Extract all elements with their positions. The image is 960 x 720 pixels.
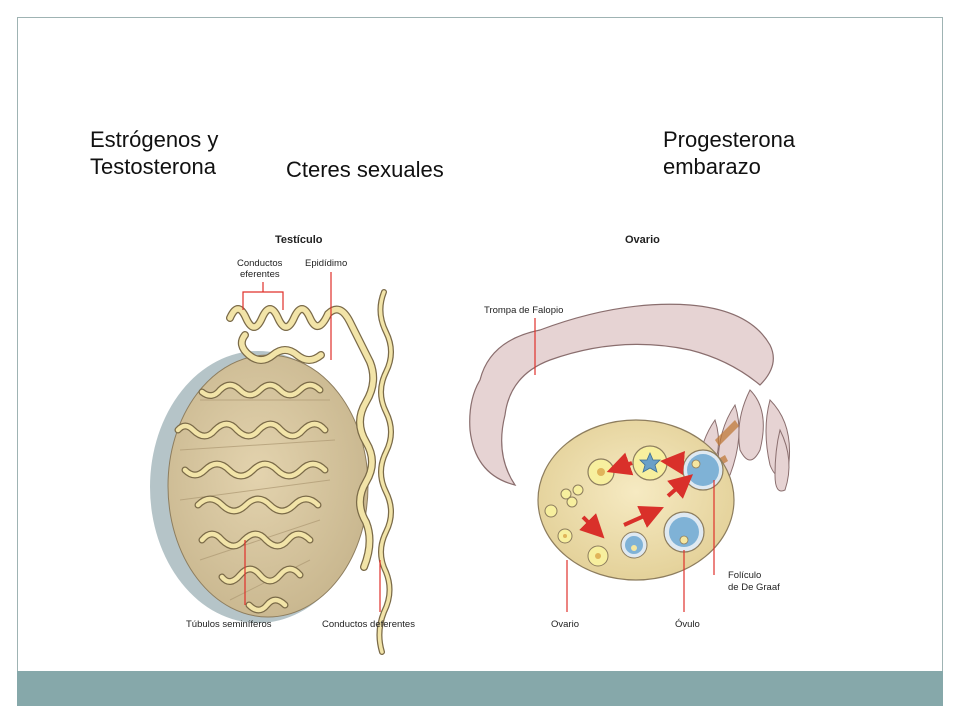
label-fallopian-tube: Trompa de Falopio (484, 305, 563, 316)
footer-bar (17, 671, 943, 706)
text-sexual-characteristics: Cteres sexuales (286, 157, 444, 182)
fallopian-tube (469, 303, 774, 486)
ovary-leader-lines (534, 318, 715, 612)
label-graafian-follicle-line2: de De Graaf (728, 582, 780, 593)
text-progesterone-pregnancy: Progesterona embarazo (663, 127, 796, 179)
follicle-cycle-arrows (579, 451, 694, 539)
label-ovary: Ovario (551, 619, 579, 630)
ovary-illustration: Ovario Trompa de Falopio Ovario Óvulo Fo… (469, 234, 791, 630)
label-vas-deferens: Conductos deferentes (322, 619, 415, 630)
ovary-title: Ovario (625, 234, 660, 246)
testicle-leader-lines (242, 272, 381, 612)
label-graafian-follicle-line1: Folículo (728, 570, 761, 581)
text-estrogens-testosterone: Estrógenos y Testosterona (90, 127, 219, 179)
testicle-title: Testículo (275, 234, 323, 246)
label-ovum: Óvulo (675, 619, 700, 630)
testicle-illustration: Testículo Conductos eferentes Epidídimo … (150, 234, 415, 655)
label-efferent-ducts-line1: Conductos (237, 258, 283, 269)
slide-frame (17, 17, 943, 706)
label-epididymis: Epidídimo (305, 258, 347, 269)
label-efferent-ducts-line2: eferentes (240, 269, 280, 280)
label-seminiferous-tubules: Túbulos seminíferos (186, 619, 272, 630)
vas-deferens (376, 289, 394, 655)
